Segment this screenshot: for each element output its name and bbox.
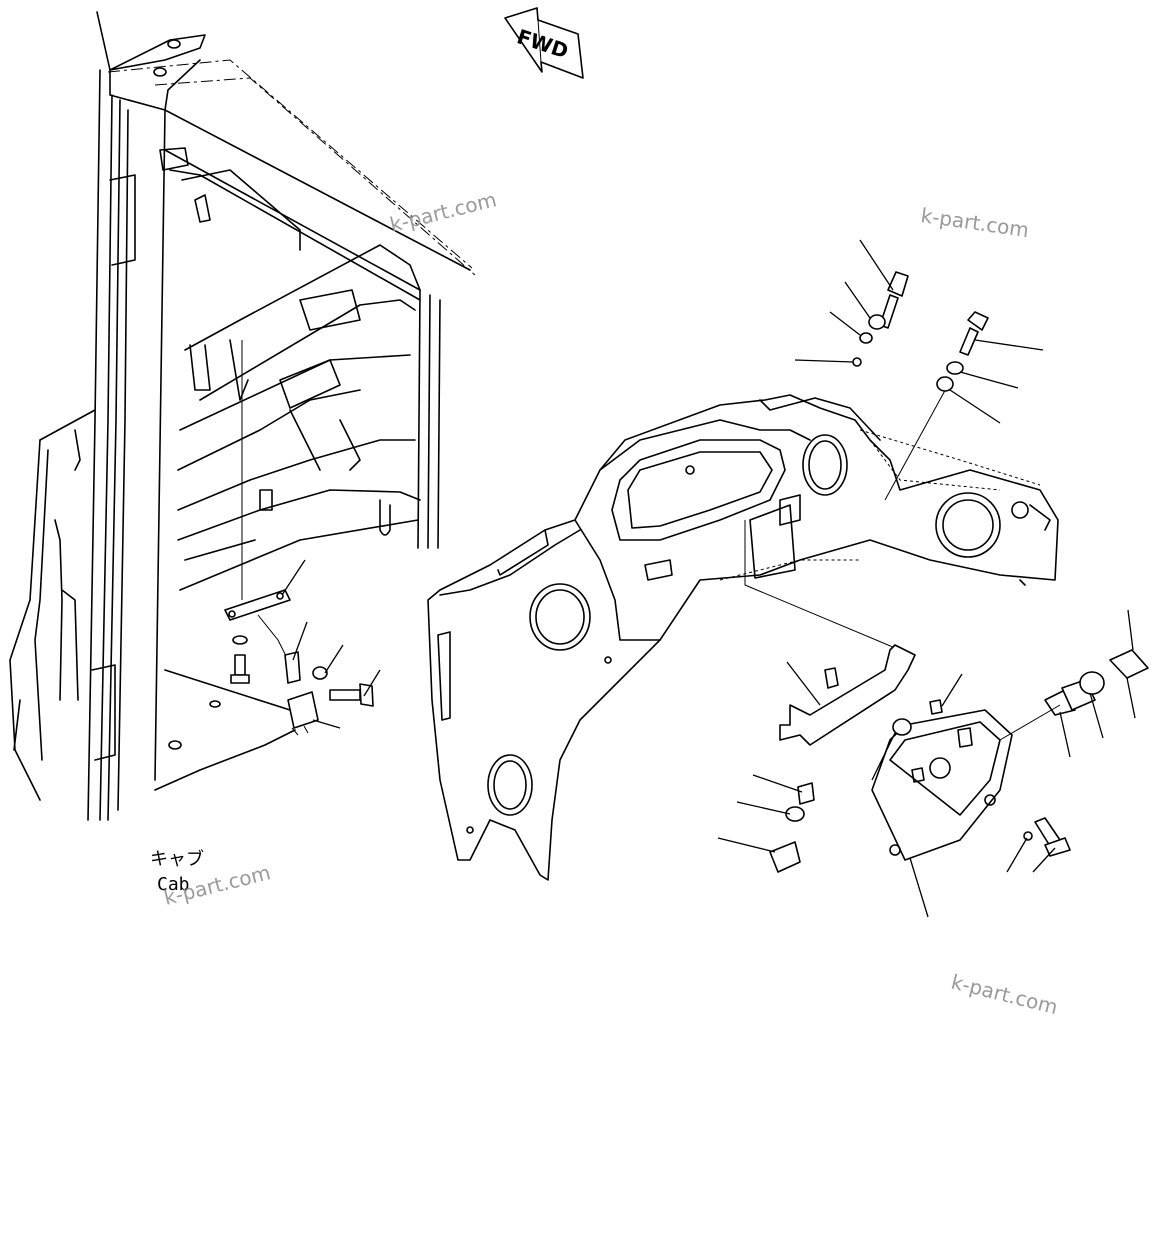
relay-bracket — [224, 589, 291, 621]
cab-relay-parts — [224, 340, 381, 736]
cab-label-jp: キャブ — [150, 848, 204, 870]
dashboard-bolts — [794, 239, 1044, 424]
stud — [234, 654, 246, 676]
cab-label-en: Cab — [157, 874, 190, 895]
washer-2 — [312, 666, 328, 680]
relay-clip — [284, 651, 301, 684]
knob — [1079, 671, 1105, 695]
bolt-lower — [769, 841, 801, 873]
cap — [1109, 649, 1149, 679]
dashboard-panel — [427, 384, 1059, 881]
watermark: k-part.com — [949, 970, 1060, 1020]
washer — [232, 635, 248, 645]
bolt — [329, 689, 361, 701]
switch-panel — [871, 709, 1013, 861]
fwd-arrow: FWD — [504, 7, 584, 79]
cab-frame — [9, 11, 476, 821]
switch-assembly — [717, 609, 1149, 918]
watermark: k-part.com — [387, 187, 498, 237]
vent-slot — [437, 631, 451, 721]
bolt-top — [887, 271, 909, 297]
watermark: k-part.com — [919, 203, 1030, 242]
relay — [287, 691, 319, 729]
switch-bracket — [779, 644, 916, 746]
mount-plate — [749, 504, 796, 579]
